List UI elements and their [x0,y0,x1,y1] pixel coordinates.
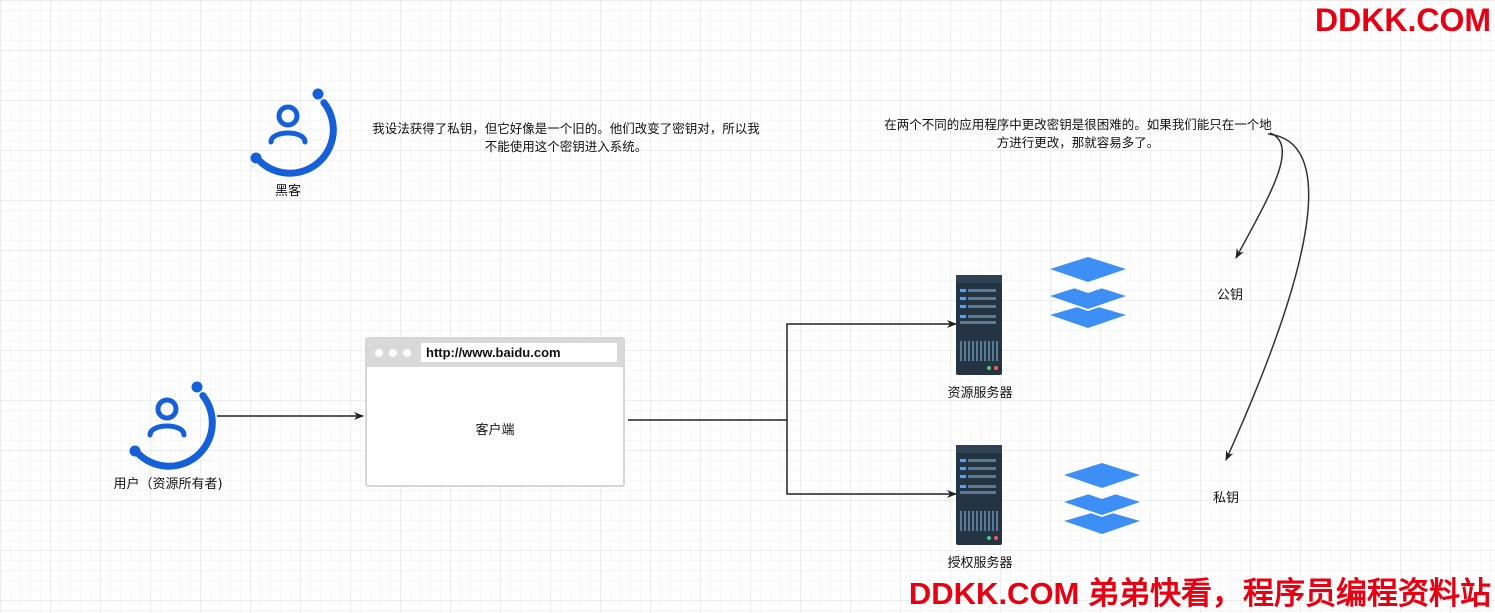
arrow-client-to-auth-server [786,420,957,498]
browser-url: http://www.baidu.com [421,343,617,362]
watermark-top: DDKK.COM [1315,2,1491,38]
private-key-label: 私钥 [1212,491,1239,506]
right-note: 在两个不同的应用程序中更改密钥是很困难的。如果我们能只在一个地方进行更改，那就容… [884,117,1272,150]
arrow-note-to-private-key [1225,133,1310,461]
resource-server-icon [956,275,1002,375]
resource-server-label: 资源服务器 [947,386,1013,401]
public-key-label: 公钥 [1216,288,1243,303]
window-dot-icon [389,349,397,357]
auth-key-layers-icon [1064,463,1140,534]
client-label: 客户端 [475,423,515,438]
auth-server-icon [956,445,1002,545]
window-dot-icon [403,349,411,357]
client-browser-window: http://www.baidu.com 客户端 [365,337,625,487]
arrow-note-to-public-key [1235,132,1284,259]
arrow-client-to-resource-server [628,320,957,421]
user-icon [129,381,216,470]
auth-server-label: 授权服务器 [947,556,1013,571]
browser-toolbar: http://www.baidu.com [367,339,623,367]
watermark-bottom: DDKK.COM 弟弟快看，程序员编程资料站 [908,576,1491,611]
window-dot-icon [375,349,383,357]
user-label: 用户（资源所有者) [113,477,223,492]
hacker-label: 黑客 [274,184,301,199]
hacker-user-icon [250,88,337,177]
resource-key-layers-icon [1050,257,1126,328]
hacker-note: 我设法获得了私钥，但它好像是一个旧的。他们改变了密钥对，所以我不能使用这个密钥进… [372,121,760,154]
